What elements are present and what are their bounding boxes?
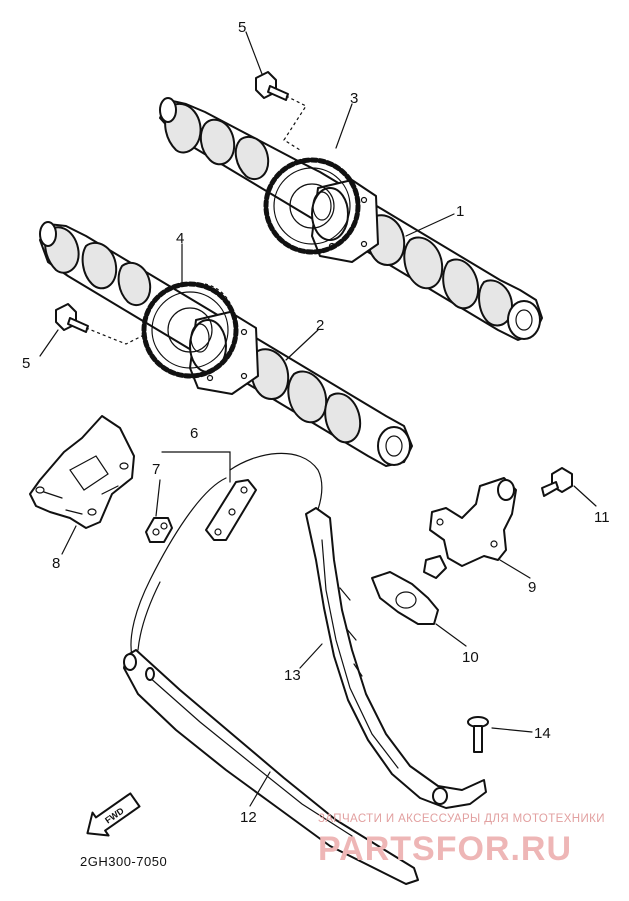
bolt-5-lower xyxy=(55,303,147,345)
callout-13: 13 xyxy=(284,667,301,684)
callout-6: 6 xyxy=(190,425,198,442)
leader-lines xyxy=(39,31,597,807)
cam-sprocket-3 xyxy=(263,157,361,255)
watermark-tagline: ЗАПЧАСТИ И АКСЕССУАРЫ ДЛЯ МОТОТЕХНИКИ xyxy=(318,813,605,825)
cam-chain xyxy=(130,452,323,657)
callout-11: 11 xyxy=(594,509,610,526)
bolt-14 xyxy=(467,716,489,753)
chain-guide-8 xyxy=(29,415,135,529)
fwd-arrow: FWD xyxy=(86,792,141,837)
callout-8: 8 xyxy=(52,555,60,572)
callout-2: 2 xyxy=(316,317,324,334)
callout-5-lower: 5 xyxy=(22,355,30,372)
chain-guide-13 xyxy=(305,507,487,809)
camshaft-1 xyxy=(159,97,543,341)
diagram-code: 2GH300-7050 xyxy=(80,854,167,869)
callout-4: 4 xyxy=(176,230,184,247)
chain-guide-12 xyxy=(123,649,419,885)
bolt-11 xyxy=(541,467,573,497)
callout-12: 12 xyxy=(240,809,257,826)
chain-clip-7 xyxy=(145,517,173,543)
callout-7: 7 xyxy=(152,461,160,478)
watermark-brand: PARTSFOR.RU xyxy=(318,830,572,868)
callout-3: 3 xyxy=(350,90,358,107)
callout-9: 9 xyxy=(528,579,536,596)
tensioner-9 xyxy=(423,477,517,579)
chain-master-link-6 xyxy=(205,479,257,541)
bolt-5-upper xyxy=(255,71,307,151)
cam-sprocket-4 xyxy=(141,281,239,379)
camshaft-2 xyxy=(39,221,413,467)
gasket-10 xyxy=(371,571,439,625)
callout-5-upper: 5 xyxy=(238,19,246,36)
callout-1: 1 xyxy=(456,203,464,220)
callout-14: 14 xyxy=(534,725,551,742)
callout-10: 10 xyxy=(462,649,479,666)
